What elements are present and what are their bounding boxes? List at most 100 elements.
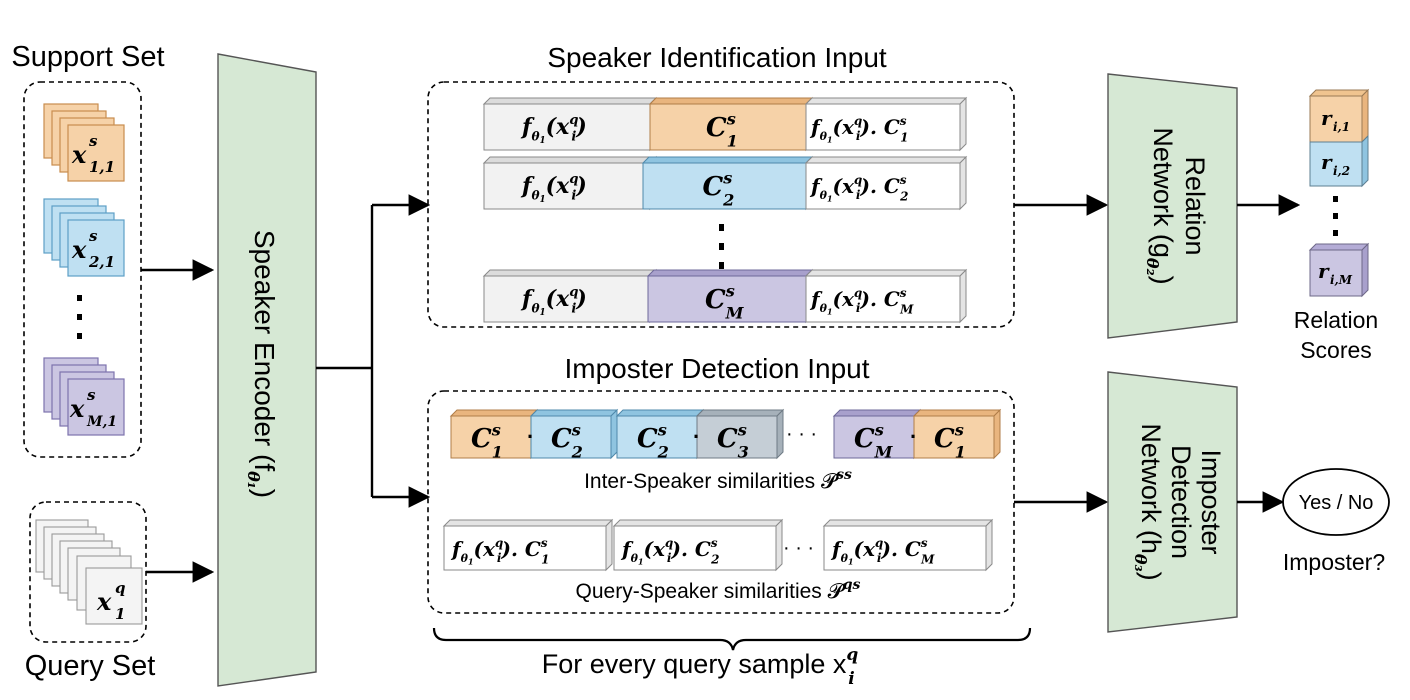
- inter-pair-right: [912, 408, 1002, 460]
- relation-scores: r i,1 r i,2 r i,M: [1308, 88, 1370, 298]
- inter-caption: Inter-Speaker similarities 𝓟ss: [584, 467, 852, 493]
- support-item-2-sup: s: [89, 227, 98, 245]
- support-item-M-sup: s: [87, 386, 96, 404]
- query-stack: x q 1: [35, 519, 143, 625]
- svg-text:i,1: i,1: [1333, 120, 1350, 134]
- query-pair-block: [612, 518, 784, 572]
- encoder-output-arrows: [316, 194, 431, 508]
- relation-network-label: Relation Network (gθ₂): [1143, 127, 1210, 284]
- support-ellipsis: [77, 295, 82, 339]
- svg-text:r: r: [1321, 150, 1333, 174]
- inter-pair-right: [695, 408, 785, 460]
- yes-no-label: Yes / No: [1299, 492, 1374, 514]
- support-item-1-sup: s: [89, 132, 98, 150]
- svg-text:Network (hθ₃): Network (hθ₃): [1131, 423, 1166, 580]
- imposter-network-block: [1107, 371, 1238, 633]
- support-stack-2: x s 2,1: [43, 198, 125, 277]
- query-set-label: Query Set: [25, 650, 156, 682]
- speaker-encoder-label: Speaker Encoder (fθ₁): [244, 230, 280, 498]
- svg-text:Imposter: Imposter: [1196, 449, 1226, 554]
- sid-ellipsis: [719, 224, 724, 269]
- query-ellipsis: · · ·: [783, 537, 814, 559]
- support-item-2-base: x: [71, 235, 87, 264]
- svg-text:Network (gθ₂): Network (gθ₂): [1143, 127, 1178, 284]
- support-stack-1: x s 1,1: [43, 103, 125, 182]
- svg-text:·: ·: [527, 424, 534, 449]
- support-item-2-sub: 2,1: [88, 253, 115, 271]
- score-cube-2: r i,2: [1309, 134, 1369, 188]
- inter-ellipsis: · · ·: [786, 423, 817, 445]
- imp-title: Imposter Detection Input: [564, 353, 869, 384]
- svg-text:i,M: i,M: [1330, 273, 1353, 287]
- support-item-M-base: x: [69, 394, 85, 423]
- score-cube-M: r i,M: [1308, 242, 1370, 298]
- svg-text:Relation: Relation: [1180, 156, 1210, 255]
- relation-scores-label-2: Scores: [1300, 337, 1372, 363]
- query-item-base: x: [96, 587, 112, 616]
- imp-box: [427, 390, 1015, 614]
- support-set-label: Support Set: [11, 41, 164, 73]
- support-item-1-base: x: [71, 140, 87, 169]
- query-item-sup: q: [115, 579, 126, 597]
- support-stack-M: x s M,1: [43, 357, 125, 436]
- query-brace: [432, 627, 1032, 651]
- sid-title: Speaker Identification Input: [547, 42, 887, 73]
- imposter-question: Imposter?: [1283, 549, 1385, 575]
- query-item-sub: 1: [115, 605, 125, 623]
- sid-product-block: [804, 155, 968, 211]
- support-item-1-sub: 1,1: [89, 158, 115, 176]
- inter-pair-right: [529, 408, 619, 460]
- sid-product-block: [804, 96, 968, 152]
- support-item-M-sub: M,1: [86, 414, 117, 430]
- relation-scores-label-1: Relation: [1294, 307, 1378, 333]
- relation-network-block: [1107, 73, 1238, 339]
- sid-product-block: [804, 268, 968, 324]
- svg-text:r: r: [1318, 259, 1330, 283]
- score-cube-1: r i,1: [1308, 88, 1370, 144]
- svg-text:i,2: i,2: [1333, 164, 1350, 178]
- svg-text:Speaker Encoder (fθ₁): Speaker Encoder (fθ₁): [244, 230, 280, 498]
- svg-text:Detection: Detection: [1166, 445, 1196, 559]
- query-caption: Query-Speaker similarities 𝓟qs: [576, 577, 861, 603]
- svg-text:·: ·: [693, 424, 700, 449]
- svg-text:r: r: [1321, 106, 1333, 130]
- query-pair-block: [442, 518, 614, 572]
- speaker-encoder-block: [217, 53, 317, 687]
- query-pair-block: [822, 518, 994, 572]
- svg-text:·: ·: [910, 424, 917, 449]
- yes-no-ellipse: [1282, 468, 1390, 536]
- sid-query-block: [482, 96, 658, 152]
